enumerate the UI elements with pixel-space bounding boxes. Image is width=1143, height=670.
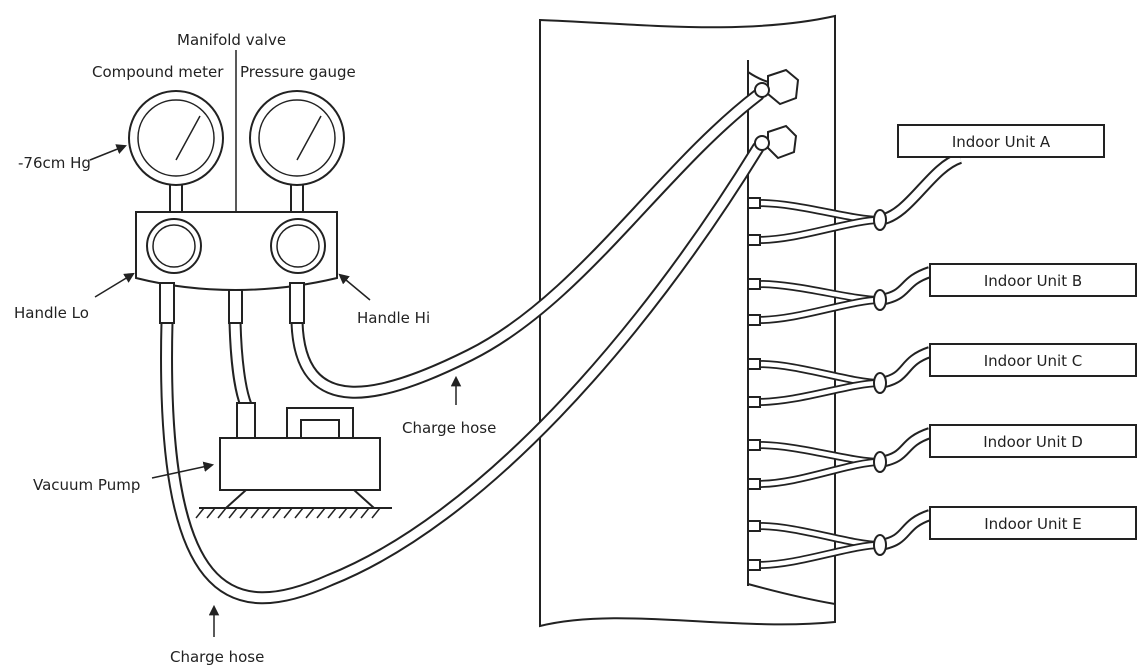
pressure-gauge: [249, 90, 345, 186]
service-valve-upper: [754, 68, 800, 106]
outdoor-unit: [539, 14, 836, 628]
indoor-unit-label-d: Indoor Unit D: [983, 433, 1083, 451]
indoor-unit-connections: [747, 152, 963, 571]
charge-hose-upper-label: Charge hose: [402, 419, 496, 437]
indoor-unit-box-c: Indoor Unit C: [929, 343, 1137, 377]
indoor-unit-box-d: Indoor Unit D: [929, 424, 1137, 458]
charge-hose-lower-label: Charge hose: [170, 648, 264, 666]
charge-hose-high-side: [290, 88, 765, 399]
indoor-unit-box-e: Indoor Unit E: [929, 506, 1137, 540]
indoor-pipe-a: [747, 152, 963, 246]
indoor-unit-label-e: Indoor Unit E: [984, 515, 1082, 533]
indoor-pipe-d: [747, 427, 933, 490]
charge-hose-center: [228, 315, 253, 412]
indoor-pipe-c: [747, 346, 933, 408]
vacuum-pump-arrow: [151, 461, 215, 479]
charge-hose-low-side: [160, 141, 765, 605]
service-valve-lower: [754, 124, 798, 160]
pressure-gauge-label: Pressure gauge: [240, 63, 356, 81]
indoor-unit-box-b: Indoor Unit B: [929, 263, 1137, 297]
vacuum-reading-arrow: [89, 144, 127, 161]
handle-lo-label: Handle Lo: [14, 304, 89, 322]
indoor-unit-label-b: Indoor Unit B: [984, 272, 1082, 290]
indoor-unit-label-c: Indoor Unit C: [984, 352, 1083, 370]
manifold-gauge-set: [135, 50, 338, 324]
vacuum-reading-label: -76cm Hg: [18, 154, 91, 172]
handle-lo-arrow: [94, 272, 135, 298]
compound-meter: [128, 90, 224, 186]
vacuum-pump-label: Vacuum Pump: [33, 476, 140, 494]
indoor-pipe-b: [747, 266, 933, 326]
handle-lo: [146, 218, 202, 274]
handle-hi: [270, 218, 326, 274]
handle-hi-label: Handle Hi: [357, 309, 430, 327]
compound-meter-label: Compound meter: [92, 63, 224, 81]
indoor-unit-box-a: Indoor Unit A: [897, 124, 1105, 158]
manifold-valve-label: Manifold valve: [177, 31, 286, 49]
handle-hi-arrow: [338, 273, 371, 301]
indoor-unit-label-a: Indoor Unit A: [952, 133, 1051, 151]
indoor-pipe-e: [747, 509, 933, 571]
vacuum-pump: [195, 402, 392, 519]
